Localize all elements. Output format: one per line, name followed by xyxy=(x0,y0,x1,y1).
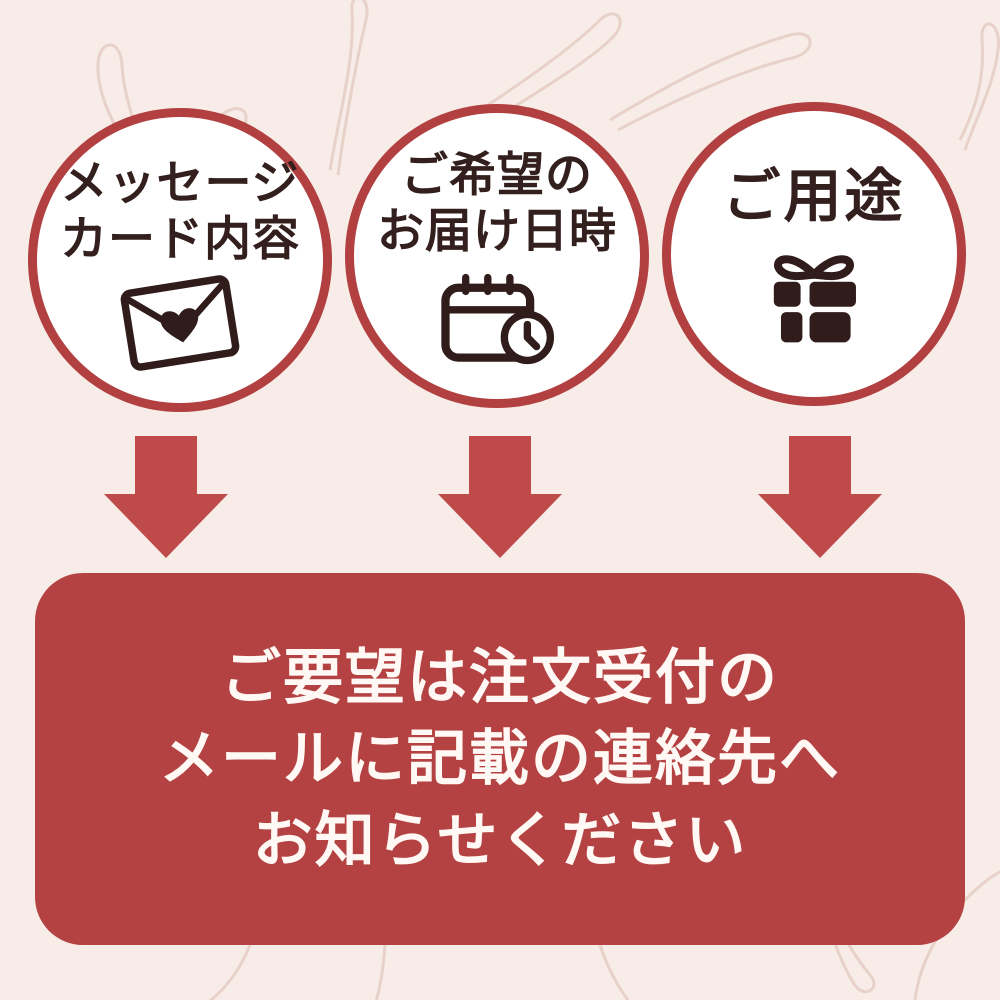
step-circle-purpose: ご用途 xyxy=(662,102,966,406)
notice-line: メールに記載の連絡先へ xyxy=(159,725,841,793)
step-circle-delivery-datetime: ご希望の お届け日時 xyxy=(345,104,649,408)
step-label-line: メッセージ xyxy=(60,155,300,209)
notice-line: ご要望は注文受付の xyxy=(221,643,779,711)
step-label-line: お届け日時 xyxy=(377,204,617,257)
down-arrow-icon xyxy=(438,436,562,558)
down-arrow-icon xyxy=(758,436,882,558)
step-label-line: ご希望の xyxy=(401,147,593,201)
down-arrow-icon xyxy=(104,436,228,558)
step-circle-message-card: メッセージ カード内容 xyxy=(28,108,332,412)
calendar-clock-icon xyxy=(441,274,555,365)
step-label-delivery-datetime: ご希望の お届け日時 xyxy=(377,147,617,260)
notice-line: お知らせください xyxy=(252,806,748,874)
step-label-line: ご用途 xyxy=(722,164,906,230)
gift-icon xyxy=(773,255,856,343)
step-label-line: カード内容 xyxy=(60,212,300,265)
envelope-heart-icon xyxy=(120,275,240,372)
notice-box: ご要望は注文受付の メールに記載の連絡先へ お知らせください xyxy=(35,573,965,945)
step-label-purpose: ご用途 xyxy=(722,162,905,232)
step-label-message-card: メッセージ カード内容 xyxy=(60,155,300,268)
